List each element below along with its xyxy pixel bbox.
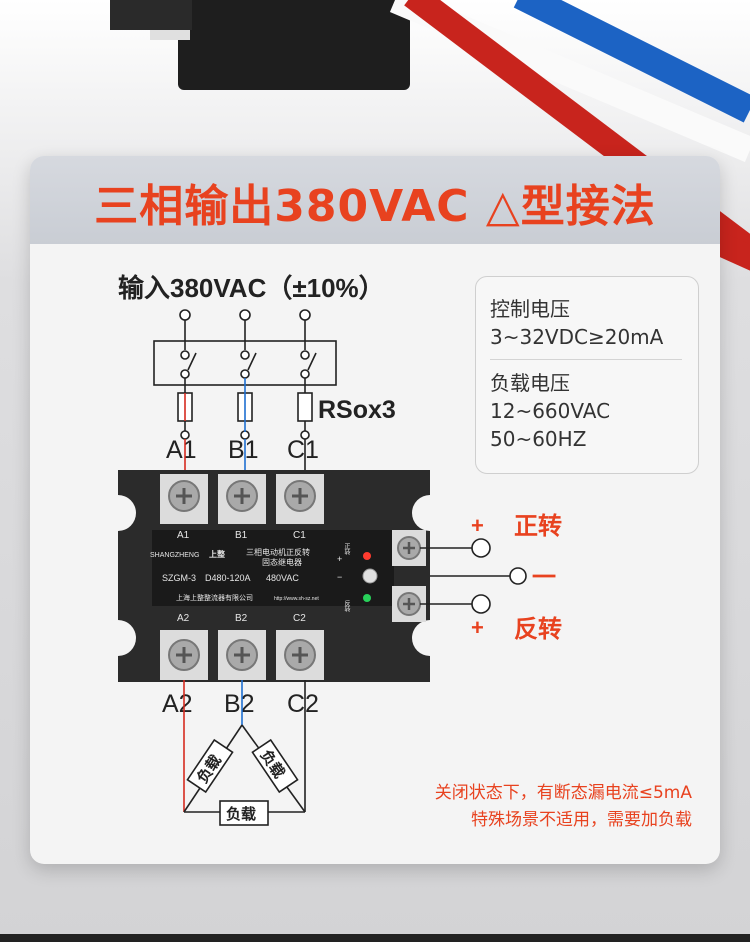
page-title: 三相输出380VAC △型接法: [94, 181, 656, 232]
load-label-bottom: 负载: [226, 805, 256, 823]
phase-label-b1: B1: [228, 436, 259, 464]
relay-name-line1: 三相电动机正反转: [246, 547, 310, 557]
common-minus-sign: 一: [532, 564, 556, 591]
relay-company: 上海上整整流器有限公司: [176, 593, 253, 602]
relay-terminal-a2: A2: [177, 613, 190, 624]
relay-voltage: 480VAC: [266, 573, 299, 583]
phase-label-b2: B2: [224, 690, 255, 718]
phase-label-c1: C1: [287, 436, 319, 464]
bottom-bar: [0, 934, 750, 942]
relay-terminal-c1: C1: [293, 530, 306, 541]
reverse-led-icon: [363, 594, 371, 602]
note-line-2: 特殊场景不适用，需要加负载: [471, 810, 692, 830]
solid-state-relay: [118, 470, 430, 682]
load-frequency-value: 50~60HZ: [490, 427, 587, 451]
forward-plus-sign: +: [471, 513, 484, 538]
relay-side-label-reverse: 反转: [343, 599, 350, 613]
relay-side-minus: −: [337, 572, 342, 582]
reverse-plus-sign: +: [471, 615, 484, 640]
relay-terminal-a1: A1: [177, 530, 190, 541]
load-box-left: 负载: [186, 738, 234, 794]
control-circuit: [420, 538, 527, 614]
relay-rating: D480-120A: [205, 573, 251, 583]
relay-side-plus: +: [337, 554, 342, 564]
title-band: 三相输出380VAC △型接法: [30, 156, 720, 244]
adjust-knob-icon: [362, 568, 378, 584]
fuse-c: [297, 392, 313, 422]
forward-led-icon: [363, 552, 371, 560]
phase-label-c2: C2: [287, 690, 319, 718]
fuse-label: RSox3: [318, 396, 396, 424]
phase-label-a2: A2: [162, 690, 193, 718]
relay-side-label-forward: 正转: [343, 543, 350, 556]
spec-divider: [490, 359, 682, 360]
forward-label: 正转: [514, 512, 562, 540]
reverse-label: 反转: [514, 615, 562, 643]
relay-terminal-b2: B2: [235, 613, 248, 624]
phase-label-a1: A1: [166, 436, 197, 464]
blue-wire: [513, 0, 750, 123]
note-line-1: 关闭状态下，有断态漏电流≤5mA: [434, 783, 692, 803]
load-box-bottom: 负载: [219, 800, 269, 826]
relay-terminal-b1: B1: [235, 530, 248, 541]
control-voltage-title: 控制电压: [490, 297, 570, 321]
load-voltage-value: 12~660VAC: [490, 399, 611, 423]
relay-brand: SHANGZHENG: [150, 552, 199, 559]
input-voltage-label: 输入380VAC（±10%）: [118, 273, 385, 303]
load-box-right: 负载: [251, 738, 299, 794]
control-voltage-value: 3~32VDC≥20mA: [490, 325, 664, 349]
spec-box: 控制电压 3~32VDC≥20mA 负载电压 12~660VAC 50~60HZ: [475, 276, 699, 474]
relay-website: http://www.sh-sz.net: [274, 596, 319, 602]
load-voltage-title: 负载电压: [490, 371, 570, 395]
relay-model: SZGM-3: [162, 573, 196, 583]
relay-terminal-c2: C2: [293, 613, 306, 624]
relay-brand-cn: 上整: [209, 549, 225, 559]
relay-name-line2: 固态继电器: [262, 557, 302, 567]
dark-module-shape: [178, 0, 410, 90]
